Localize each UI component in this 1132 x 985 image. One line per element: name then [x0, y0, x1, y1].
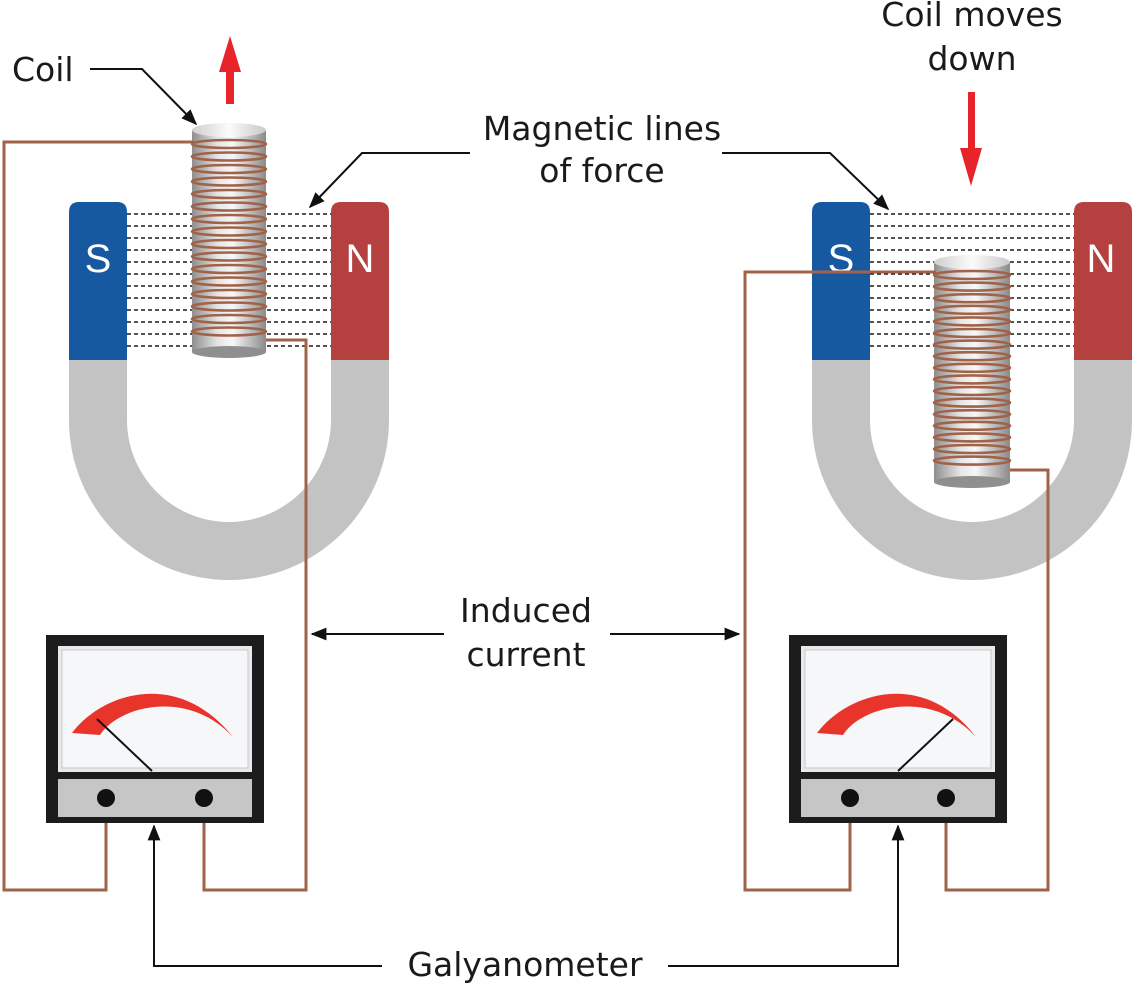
left-galvanometer-scale	[72, 693, 233, 737]
left-coil-turn	[190, 201, 268, 212]
right-wire-outer	[743, 270, 936, 892]
right-magnet-body	[812, 360, 1132, 580]
right-coil	[932, 255, 1012, 488]
left-south-pole	[69, 202, 127, 360]
right-coil-turn	[932, 397, 1012, 408]
right-galvanometer-needle	[897, 718, 954, 772]
right-coil-turn	[932, 420, 1012, 432]
left-coil-windings	[190, 138, 268, 337]
magnetic-lines-leader-left	[308, 152, 470, 209]
left-coil-turn	[190, 163, 268, 175]
right-coil-turn	[932, 316, 1012, 327]
right-galvanometer-dial	[804, 649, 992, 769]
right-coil-turn	[932, 432, 1012, 443]
right-galvanometer-scale	[817, 693, 976, 737]
left-galvanometer	[46, 635, 264, 823]
left-coil-turn	[190, 176, 268, 187]
right-coil-turn	[932, 362, 1012, 374]
galvanometer-leader-left	[147, 824, 382, 967]
right-terminal-1	[841, 789, 859, 807]
right-coil-top	[934, 255, 1010, 269]
right-coil-turn	[932, 385, 1012, 397]
right-coil-turn	[932, 374, 1012, 385]
galvanometer-leader-right	[668, 824, 905, 967]
right-coil-turn	[932, 350, 1012, 362]
left-coil-turn	[190, 138, 268, 150]
magnetic-lines-leader-right	[722, 152, 890, 211]
coil-moves-label-line1: Coil moves	[881, 0, 1062, 34]
right-north-pole	[1074, 202, 1132, 360]
coil-leader	[90, 68, 198, 126]
right-coil-windings	[932, 269, 1012, 466]
left-coil-turn	[190, 238, 268, 250]
left-coil-top	[192, 123, 266, 137]
left-wire-outer	[2, 140, 194, 892]
right-magnet: S N	[812, 202, 1132, 580]
left-wiring	[2, 140, 308, 892]
right-galvanometer	[789, 635, 1007, 823]
right-coil-turn	[932, 269, 1012, 281]
left-terminal-1	[97, 789, 115, 807]
right-coil-turn	[932, 327, 1012, 339]
left-north-pole	[331, 202, 389, 360]
right-coil-turn	[932, 443, 1012, 455]
left-coil-turn	[190, 251, 268, 262]
left-coil-bottom	[192, 346, 266, 358]
right-coil-turn	[932, 339, 1012, 350]
left-coil	[190, 123, 268, 358]
left-galvanometer-base	[58, 779, 252, 817]
left-galvanometer-dial	[61, 649, 249, 769]
left-coil-turn	[190, 326, 268, 337]
right-coil-turn	[932, 292, 1012, 304]
left-coil-turn	[190, 313, 268, 325]
galvanometer-label: Galyanometer	[407, 945, 643, 984]
left-coil-turn	[190, 288, 268, 300]
left-up-arrow	[219, 36, 241, 104]
induced-current-label-line2: current	[466, 635, 585, 674]
left-magnet-body	[69, 360, 389, 580]
callouts: Coil Coil moves down Magnetic lines of f…	[12, 0, 1063, 984]
coil-label: Coil	[12, 50, 74, 89]
left-coil-turn	[190, 301, 268, 312]
right-north-label: N	[1087, 237, 1116, 281]
left-magnet: S N	[69, 202, 389, 580]
left-north-label: N	[346, 237, 375, 281]
magnetic-lines-label-line1: Magnetic lines	[483, 109, 721, 148]
left-coil-turn	[190, 213, 268, 225]
left-south-label: S	[85, 237, 112, 281]
left-coil-turn	[190, 263, 268, 275]
right-south-pole	[812, 202, 870, 360]
right-coil-turn	[932, 408, 1012, 420]
right-wiring	[743, 270, 1050, 892]
left-galvanometer-needle	[96, 718, 153, 772]
right-coil-turn	[932, 455, 1012, 466]
coil-moves-label-line2: down	[927, 39, 1016, 78]
right-terminal-2	[937, 789, 955, 807]
right-wire-inner	[944, 468, 1050, 892]
right-south-label: S	[828, 237, 855, 281]
left-wire-inner	[202, 338, 308, 892]
left-coil-turn	[190, 188, 268, 200]
right-galvanometer-base	[801, 779, 995, 817]
right-coil-turn	[932, 304, 1012, 316]
left-coil-turn	[190, 226, 268, 237]
left-terminal-2	[195, 789, 213, 807]
right-coil-bottom	[934, 476, 1010, 488]
induced-current-label-line1: Induced	[460, 591, 592, 630]
right-coil-turn	[932, 281, 1012, 292]
left-coil-turn	[190, 276, 268, 287]
left-coil-turn	[190, 151, 268, 162]
right-down-arrow	[960, 92, 982, 186]
magnetic-lines-label-line2: of force	[539, 151, 664, 190]
